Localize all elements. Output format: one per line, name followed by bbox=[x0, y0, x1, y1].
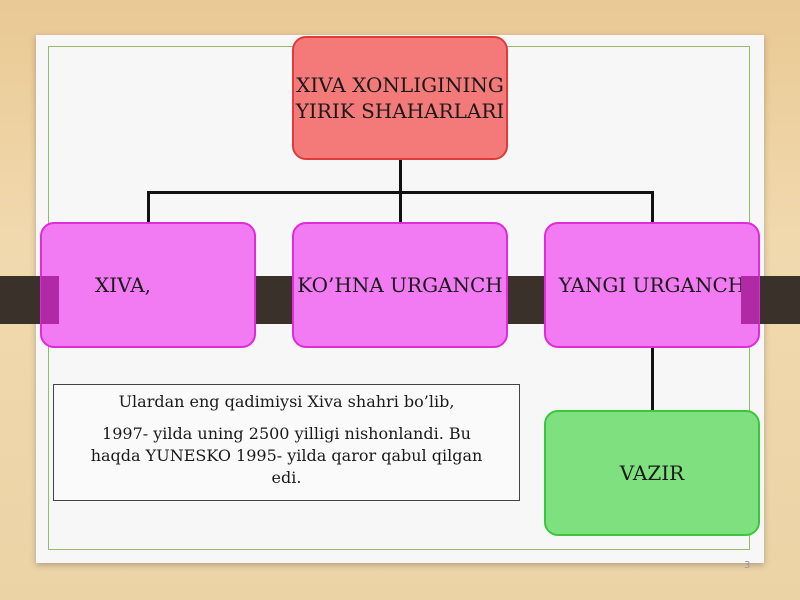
connector-to-yangi-urganch bbox=[651, 191, 654, 223]
node-yangi-urganch-label: YANGI URGANCH bbox=[558, 273, 746, 297]
note-textbox: Ulardan eng qadimiysi Xiva shahri bo’lib… bbox=[53, 384, 520, 501]
note-line1: Ulardan eng qadimiysi Xiva shahri bo’lib… bbox=[118, 392, 455, 411]
connector-to-kohna-urganch bbox=[399, 191, 402, 223]
right-band-tab bbox=[741, 276, 759, 324]
root-title-line2: YIRIK SHAHARLARI bbox=[295, 99, 505, 123]
connector-to-xiva bbox=[147, 191, 150, 223]
node-vazir-label: VAZIR bbox=[619, 461, 685, 485]
connector-to-vazir bbox=[651, 348, 654, 410]
node-xiva-label: XIVA, bbox=[94, 273, 152, 297]
node-kohna-urganch: KO’HNA URGANCH bbox=[292, 222, 508, 348]
root-node: XIVA XONLIGINING YIRIK SHAHARLARI bbox=[292, 36, 508, 160]
node-vazir: VAZIR bbox=[544, 410, 760, 536]
left-band-tab bbox=[41, 276, 59, 324]
node-yangi-urganch: YANGI URGANCH bbox=[544, 222, 760, 348]
node-xiva: XIVA, bbox=[40, 222, 256, 348]
slide-number: 3 bbox=[744, 560, 751, 571]
connector-root-down bbox=[399, 160, 402, 193]
root-title-line1: XIVA XONLIGINING bbox=[296, 73, 504, 97]
node-kohna-urganch-label: KO’HNA URGANCH bbox=[297, 273, 503, 297]
note-paragraph2: 1997- yilda uning 2500 yilligi nishonlan… bbox=[90, 424, 483, 487]
